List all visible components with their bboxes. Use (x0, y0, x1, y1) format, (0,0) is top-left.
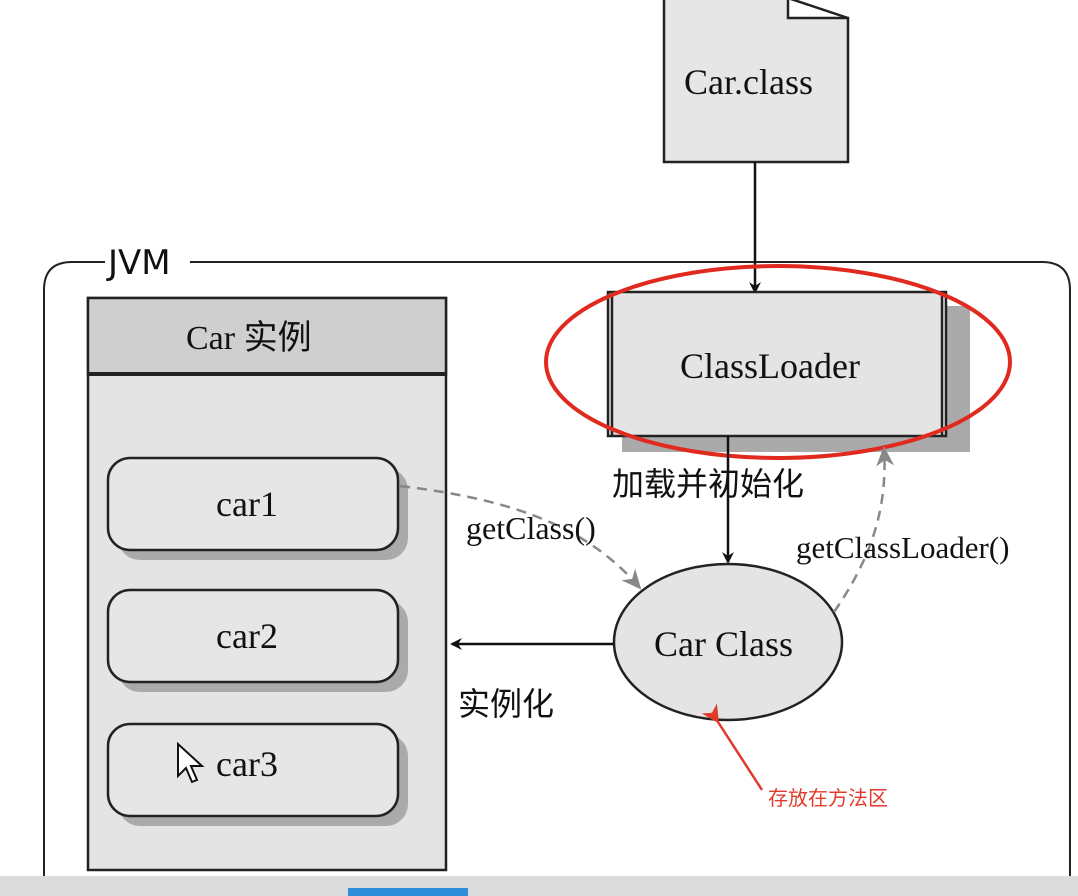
get-class-loader-label: getClassLoader() (796, 530, 1010, 565)
class-file-icon (662, 0, 850, 164)
get-class-arrow (399, 484, 642, 590)
instantiate-label: 实例化 (458, 685, 555, 723)
mouse-cursor-icon (176, 741, 206, 789)
instance-label-car1: car1 (216, 484, 278, 524)
car-class-ellipse (612, 562, 844, 722)
instance-label-car2: car2 (216, 616, 278, 656)
car-class-label: Car Class (654, 624, 793, 664)
highlight-ellipse (544, 264, 1012, 460)
jvm-container (43, 261, 1071, 896)
active-taskbar-tab[interactable] (348, 888, 468, 896)
instance-box-car2 (106, 588, 408, 692)
jvm-label: JVM (108, 243, 171, 283)
class-file-label: Car.class (684, 62, 813, 102)
instances-panel-header: Car 实例 (186, 320, 312, 357)
bottom-taskbar-strip (0, 876, 1078, 896)
classloader-box (606, 290, 970, 452)
annotation-arrow (701, 703, 764, 791)
classloader-label: ClassLoader (680, 346, 860, 386)
get-class-label: getClass() (466, 510, 596, 546)
instance-label-car3: car3 (216, 744, 278, 784)
method-area-annotation: 存放在方法区 (768, 786, 888, 810)
load-init-label: 加载并初始化 (612, 465, 805, 503)
instance-box-car1 (106, 456, 408, 560)
get-class-loader-arrow (832, 446, 895, 613)
